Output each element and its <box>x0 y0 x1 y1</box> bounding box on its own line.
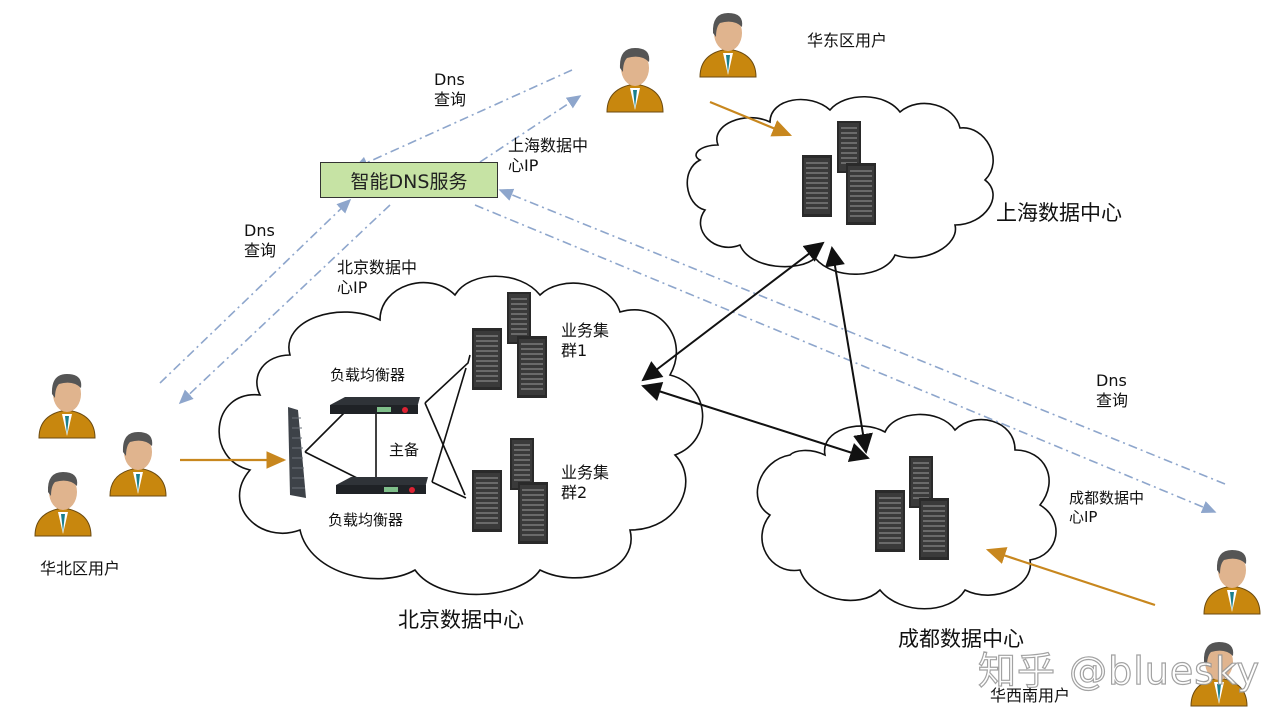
chengdu-dc-title: 成都数据中心 <box>898 627 1024 651</box>
southwest-access-arrow <box>985 547 1156 607</box>
dns-service-box: 智能DNS服务 <box>320 162 498 198</box>
dns-query-north-arrow <box>159 198 352 384</box>
cluster-2-label: 业务集 群2 <box>561 463 610 502</box>
east-access-arrow <box>709 100 793 137</box>
user-icon <box>606 47 664 113</box>
dns-query-southwest-arrow <box>498 188 1226 485</box>
dns-query-north-label: Dns 查询 <box>244 221 277 260</box>
watermark: 知乎 @bluesky <box>977 648 1261 693</box>
dc-links <box>641 241 873 463</box>
user-icon <box>34 471 92 537</box>
shanghai-dc-title: 上海数据中心 <box>996 201 1122 225</box>
user-flows <box>180 100 1156 607</box>
lb-bottom-label: 负载均衡器 <box>328 511 404 529</box>
switch-icon <box>288 407 306 498</box>
cloud-chengdu <box>756 413 1057 610</box>
dns-query-east-arrow <box>353 69 573 169</box>
load-balancer-backup-icon <box>336 477 428 494</box>
resp-shanghai-label: 上海数据中 心IP <box>508 136 589 175</box>
user-icon <box>109 431 167 497</box>
link-shanghai-chengdu <box>825 246 873 454</box>
load-balancer-primary-icon <box>330 397 420 414</box>
north-users-label: 华北区用户 <box>40 559 121 578</box>
beijing-dc-title: 北京数据中心 <box>398 608 524 632</box>
dns-query-east-label: Dns 查询 <box>434 70 467 109</box>
resp-chengdu-label: 成都数据中 心IP <box>1069 489 1145 526</box>
southwest-users-label: 华西南用户 <box>990 686 1071 705</box>
beijing-wiring <box>304 354 471 499</box>
dns-query-southwest-label: Dns 查询 <box>1096 371 1129 410</box>
user-icon <box>1203 549 1261 615</box>
link-beijing-shanghai <box>641 241 825 382</box>
lb-top-label: 负载均衡器 <box>330 366 406 384</box>
ha-label: 主备 <box>389 441 420 459</box>
user-icon <box>699 12 757 78</box>
cluster-1-label: 业务集 群1 <box>561 321 610 360</box>
dns-response-shanghai-arrow <box>479 95 582 163</box>
east-users-label: 华东区用户 <box>807 31 888 50</box>
resp-beijing-label: 北京数据中 心IP <box>337 258 418 297</box>
user-icon <box>38 373 96 439</box>
